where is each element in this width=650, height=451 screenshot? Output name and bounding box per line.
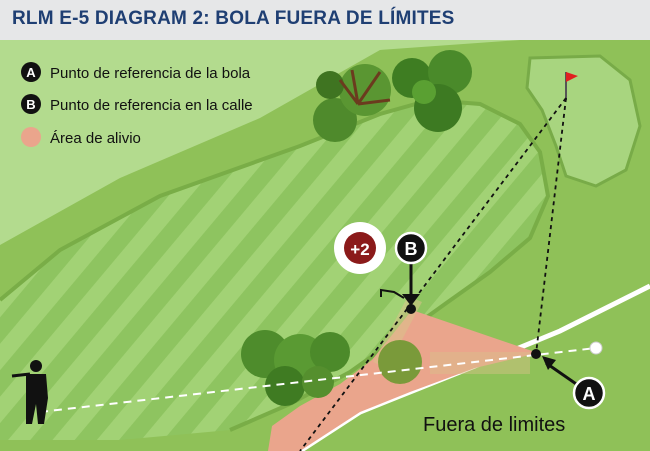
club-length-marker <box>380 288 405 299</box>
legend-label-relief: Área de alivio <box>50 130 141 147</box>
out-of-bounds-label: Fuera de limites <box>423 414 565 436</box>
hole-to-b-line <box>299 97 567 451</box>
marker-a-label: A <box>583 384 596 404</box>
relief-swatch <box>21 127 41 147</box>
marker-b-label: B <box>405 239 418 259</box>
tree-icon <box>392 50 472 132</box>
tree-icon <box>313 64 391 142</box>
marker-b-pin: B <box>394 231 428 306</box>
legend-label-b: Punto de referencia en la calle <box>50 97 253 114</box>
golfer-icon <box>11 360 48 424</box>
legend-marker-b: B <box>26 97 35 112</box>
legend-item-a: A Punto de referencia de la bola <box>21 62 251 82</box>
flag-icon <box>565 72 578 100</box>
legend: A Punto de referencia de la bola B Punto… <box>21 62 253 147</box>
title-bar: RLM E-5 DIAGRAM 2: BOLA FUERA DE LÍMITES <box>0 0 650 40</box>
penalty-label: +2 <box>350 240 369 259</box>
penalty-badge: +2 <box>334 222 386 274</box>
hole-to-a-line <box>535 97 567 355</box>
point-b-dot <box>406 304 416 314</box>
point-a-dot <box>531 349 541 359</box>
fairway <box>0 100 548 440</box>
tree-icon <box>241 330 422 406</box>
shot-path-line <box>39 347 597 413</box>
page-title: RLM E-5 DIAGRAM 2: BOLA FUERA DE LÍMITES <box>12 8 455 29</box>
legend-item-b: B Punto de referencia en la calle <box>21 94 253 114</box>
club-length-zone-a <box>430 352 530 374</box>
legend-label-a: Punto de referencia de la bola <box>50 65 251 82</box>
legend-marker-a: A <box>26 65 36 80</box>
ball-icon <box>589 341 603 355</box>
marker-a-pin: A <box>542 356 606 410</box>
legend-item-relief: Área de alivio <box>21 127 141 147</box>
putting-green <box>525 54 642 188</box>
